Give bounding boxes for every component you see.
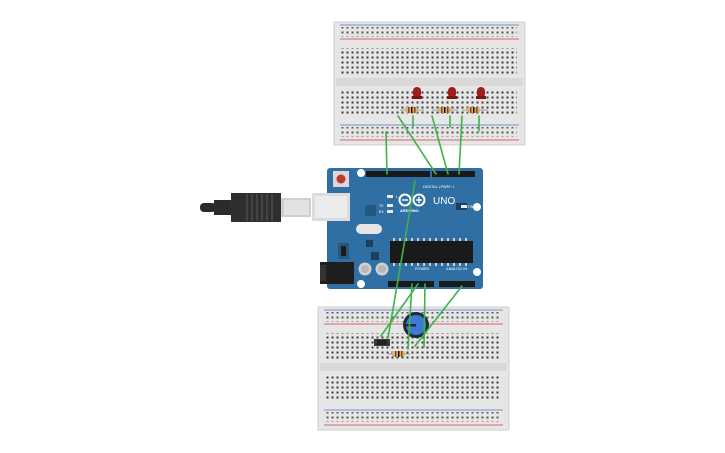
resistor-bottom[interactable] <box>388 351 410 357</box>
usb-chip <box>365 205 376 216</box>
analog-header-label: ANALOG IN <box>446 266 467 271</box>
wire-button-signal[interactable] <box>387 180 416 339</box>
digital-header-label: DIGITAL (PWM~) <box>423 184 455 189</box>
led-l-label: L <box>396 195 398 199</box>
arduino-uno-board[interactable]: L TX RX ON UNO ARDUINO DIGITAL (PWM~) PO… <box>312 168 483 289</box>
red-led-3[interactable] <box>476 87 486 99</box>
power-header[interactable] <box>388 281 434 287</box>
crystal-oscillator <box>356 224 382 234</box>
wire-led3[interactable] <box>458 115 463 175</box>
top-breadboard[interactable] <box>333 21 526 146</box>
led-on <box>461 205 467 208</box>
power-jack[interactable] <box>320 262 354 284</box>
mounting-hole <box>473 203 481 211</box>
mounting-hole <box>357 280 365 288</box>
analog-header[interactable] <box>439 281 475 287</box>
model-label: UNO <box>433 196 455 207</box>
wire-led2[interactable] <box>431 115 449 175</box>
resistor-1[interactable] <box>400 107 424 113</box>
wire-power-gnd[interactable] <box>423 283 426 348</box>
wire-gnd-top[interactable] <box>385 131 388 175</box>
digital-header-right[interactable] <box>432 171 475 177</box>
led-tx-label: TX <box>378 204 384 208</box>
usb-cable[interactable] <box>200 193 311 222</box>
red-led-2[interactable] <box>447 87 457 99</box>
reset-button[interactable] <box>333 171 349 187</box>
mounting-hole <box>357 169 365 177</box>
led-l <box>387 195 393 198</box>
led-on-label: ON <box>468 205 474 209</box>
wire-analog-a0[interactable] <box>414 285 463 347</box>
digital-header-left[interactable] <box>366 171 430 177</box>
mounting-hole <box>473 268 481 276</box>
icsp-header <box>371 252 379 260</box>
pushbutton[interactable] <box>374 339 390 346</box>
resistor-3[interactable] <box>462 107 488 113</box>
red-led-1[interactable] <box>412 87 422 99</box>
led-tx <box>387 204 393 207</box>
led-rx <box>387 210 393 213</box>
wire-power-3v3[interactable] <box>407 283 413 350</box>
wire-led1[interactable] <box>397 115 437 175</box>
power-header-label: POWER <box>415 266 429 271</box>
led-rx-label: RX <box>379 210 384 214</box>
resistor-2[interactable] <box>432 107 458 113</box>
atmega-chip <box>390 238 473 266</box>
arduino-logo-icon <box>398 193 426 207</box>
